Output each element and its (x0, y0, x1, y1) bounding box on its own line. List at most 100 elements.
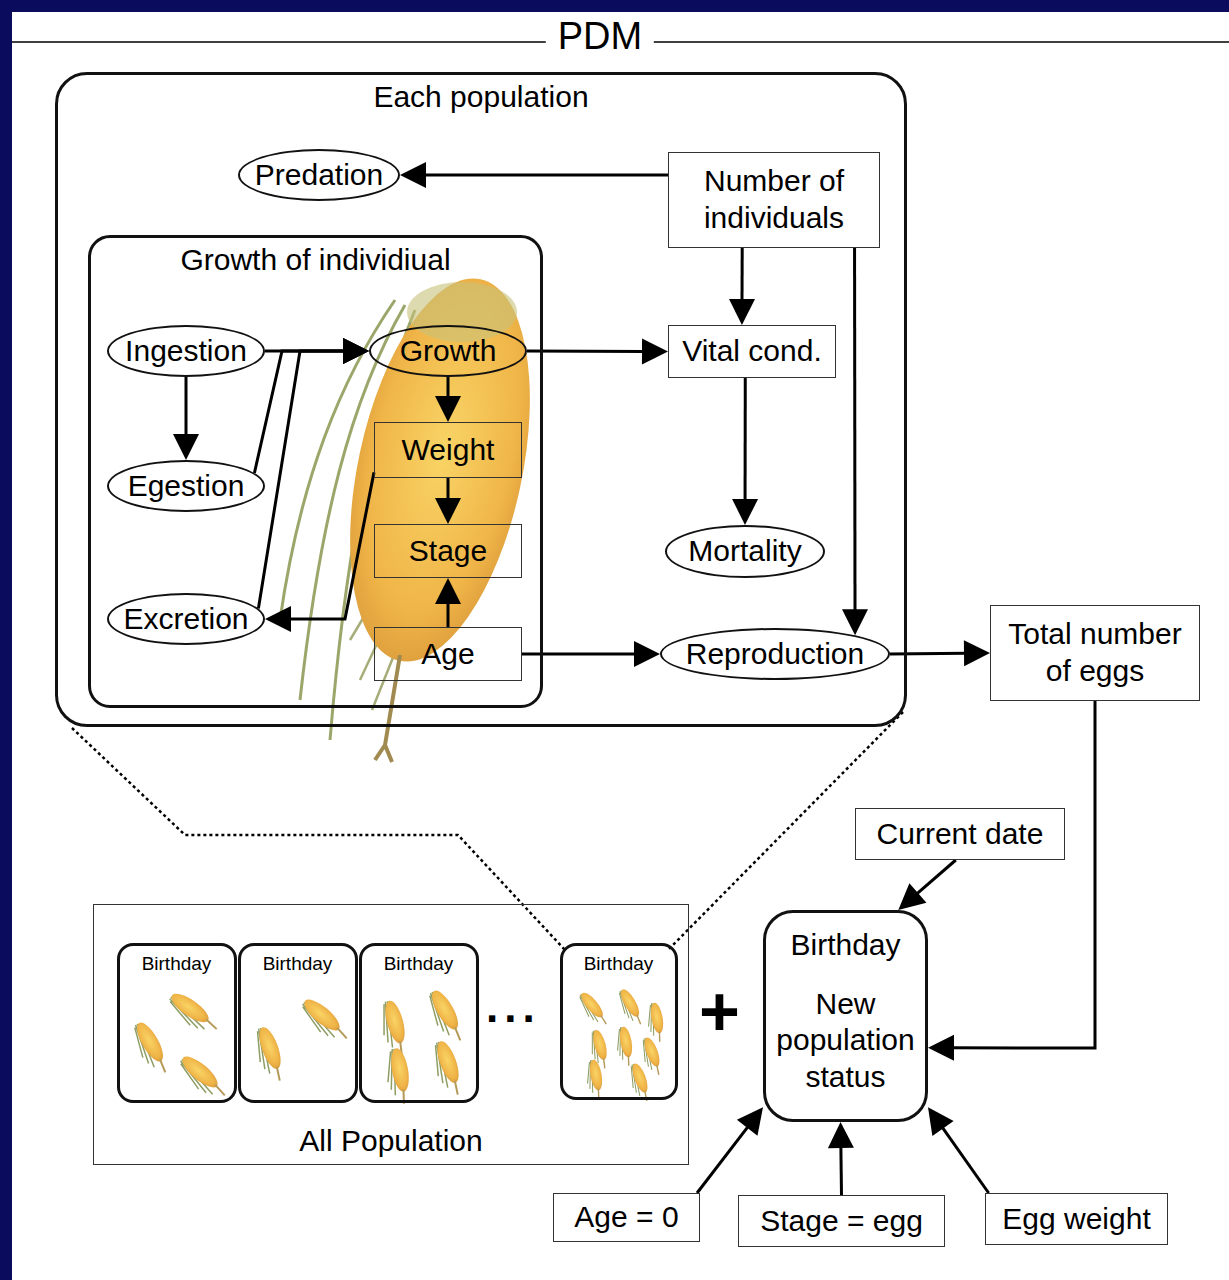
variable-box: Number of individuals (668, 152, 880, 248)
node-label: Total number of eggs (999, 616, 1191, 689)
cohort-box: Birthday (238, 943, 358, 1103)
arrow-head (343, 338, 369, 364)
dotted-leader (72, 728, 565, 950)
arrow-head (435, 498, 461, 524)
arrow-connector (400, 162, 668, 188)
node-label: Each population (373, 79, 588, 116)
node-label: Egestion (128, 468, 245, 505)
node-label: Vital cond. (682, 333, 822, 370)
node-label: Growth of individiual (180, 242, 450, 279)
arrow-connector (435, 478, 461, 524)
copepod-icon (584, 1059, 606, 1100)
node-label: All Population (299, 1123, 482, 1160)
cohort-box: Birthday (560, 943, 678, 1100)
variable-box: Stage = egg (738, 1195, 945, 1247)
arrow-connector (928, 701, 1095, 1061)
copepod-icon (164, 989, 222, 1039)
arrow-connector (697, 1107, 763, 1193)
variable-box: Egg weight (985, 1193, 1168, 1245)
connector-line (951, 701, 1095, 1048)
variable-box: Current date (855, 808, 1065, 860)
node-label: Birthday (584, 952, 654, 975)
arrow-connector (729, 248, 755, 325)
arrow-head (634, 641, 660, 667)
cohort-box: Birthday (117, 943, 237, 1103)
copepod-icon (382, 1047, 413, 1106)
arrow-head (928, 1107, 954, 1136)
node-label: Ingestion (125, 333, 247, 370)
copepod-icon (645, 1002, 667, 1043)
connector-line (697, 1125, 749, 1193)
arrow-head (400, 162, 426, 188)
copepod-icon (427, 1039, 467, 1099)
arrow-head (435, 578, 461, 604)
arrow-connector (842, 248, 868, 635)
new-cohort-box: BirthdayNew population status (763, 910, 928, 1122)
process-ellipse: Ingestion (107, 325, 265, 377)
copepod-figure (280, 262, 561, 762)
node-label: Number of individuals (677, 163, 871, 236)
arrow-head (928, 1035, 954, 1061)
node-label: Predation (255, 157, 383, 194)
arrow-head (828, 1122, 854, 1148)
node-label: Growth (400, 333, 497, 370)
process-ellipse: Mortality (665, 525, 825, 578)
copepod-tail (375, 655, 400, 762)
node-label: Stage (409, 533, 487, 570)
copepod-icon (174, 1052, 231, 1105)
arrow-head (343, 338, 369, 364)
connector-line (839, 1145, 843, 1195)
plus-sign: + (699, 977, 740, 1047)
process-ellipse: Growth (369, 325, 527, 377)
node-label: Birthday (263, 952, 333, 975)
connector-line (447, 478, 450, 501)
population-box: All Population Birthday Birthday Birthday Bi… (93, 904, 689, 1165)
connector-line (744, 378, 747, 502)
copepod-body (319, 262, 561, 678)
connector-line (447, 377, 450, 399)
arrow-head (729, 299, 755, 325)
node-label: Mortality (688, 533, 801, 570)
copepod-head (407, 282, 517, 342)
arrow-head (732, 499, 758, 525)
group-box: Each populationPredation Number of indivi… (55, 72, 907, 727)
node-label: Age (421, 636, 474, 673)
node-text: New population status (766, 986, 925, 1096)
node-label: Reproduction (686, 636, 864, 673)
connector-line (853, 248, 856, 612)
arrow-head (343, 338, 369, 364)
arrow-head (737, 1107, 763, 1136)
node-label: Current date (877, 816, 1044, 853)
connector-line (185, 377, 188, 437)
node-label: Birthday (790, 927, 900, 964)
copepod-icon (249, 1025, 289, 1085)
node-label: Stage = egg (760, 1203, 923, 1240)
node-label: Birthday (142, 952, 212, 975)
arrow-connector (928, 1107, 989, 1193)
copepod-icon (296, 995, 353, 1048)
arrow-connector (828, 1122, 854, 1195)
arrow-connector (265, 472, 374, 632)
copepod-icon (614, 987, 647, 1029)
variable-box: Age = 0 (553, 1193, 700, 1242)
arrow-head (173, 434, 199, 460)
arrow-head (265, 606, 291, 632)
variable-box: Total number of eggs (990, 605, 1200, 701)
arrow-head (435, 396, 461, 422)
connector-line (254, 351, 346, 473)
arrow-connector (173, 377, 199, 460)
connector-line (941, 1126, 988, 1193)
group-box: Growth of individiualIngestion GrowthEges… (88, 235, 543, 708)
connector-line (258, 351, 346, 609)
connector-line (447, 601, 450, 627)
arrow-head (842, 609, 868, 635)
copepod-icon (127, 1019, 174, 1078)
connector-line (527, 350, 645, 353)
arrow-head (642, 338, 668, 364)
arrow-connector (527, 338, 668, 364)
variable-box: Age (374, 627, 522, 681)
cohort-box: Birthday (359, 943, 479, 1103)
connector-line (288, 472, 374, 619)
arrow-connector (254, 338, 369, 473)
